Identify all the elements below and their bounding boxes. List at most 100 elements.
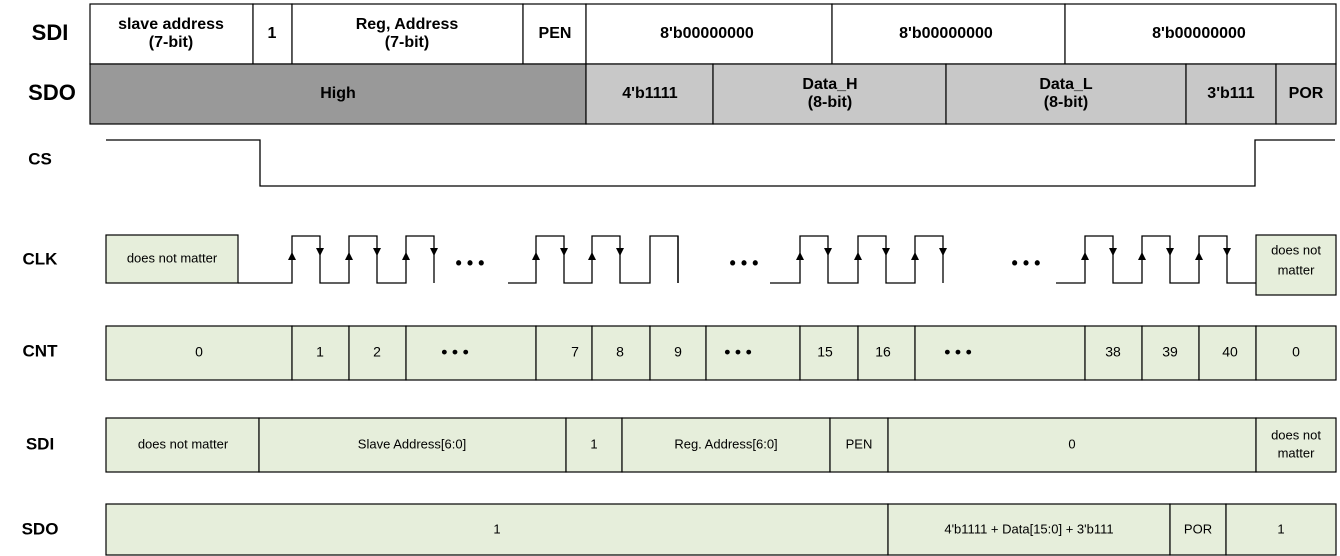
cnt-cell-4: [535, 325, 593, 381]
signal-cs-label: CS: [28, 149, 52, 168]
sdo-field-5: [1275, 63, 1337, 125]
sdi-cell-1: [258, 417, 567, 473]
falling-edge-arrow-icon: [373, 248, 381, 256]
rising-edge-arrow-icon: [288, 252, 296, 260]
sdo-field-label: 4'b1111: [622, 85, 678, 102]
sdi-field-label: 8'b00000000: [899, 25, 993, 42]
rising-edge-arrow-icon: [588, 252, 596, 260]
sdi-field-label: 8'b00000000: [1152, 25, 1246, 42]
sdo-cell-1: [887, 503, 1171, 556]
cnt-value: 0: [1292, 344, 1300, 360]
rising-edge-arrow-icon: [854, 252, 862, 260]
sdo-field-label: Data_L: [1039, 76, 1093, 93]
clk-left-note: does not matter: [127, 250, 218, 265]
signal-cnt-label: CNT: [23, 341, 59, 360]
clk-dont-care-right: [1255, 234, 1337, 296]
falling-edge-arrow-icon: [316, 248, 324, 256]
cnt-value: 8: [616, 344, 624, 360]
cnt-ellipsis: • • •: [441, 342, 468, 361]
sdi-field-4: [585, 3, 833, 65]
cnt-cell-10: [914, 325, 1086, 381]
sdo-cell-label: 1: [1277, 521, 1284, 536]
falling-edge-arrow-icon: [616, 248, 624, 256]
sdi-cell-label: PEN: [846, 436, 873, 451]
cnt-value: 9: [674, 344, 682, 360]
cnt-value: 40: [1222, 344, 1238, 360]
falling-edge-arrow-icon: [824, 248, 832, 256]
sdo-field-2: [712, 63, 947, 125]
sdi-field-label: slave address: [118, 16, 224, 33]
header-sdi-label: SDI: [32, 20, 69, 45]
falling-edge-arrow-icon: [1166, 248, 1174, 256]
rising-edge-arrow-icon: [1081, 252, 1089, 260]
sdi-cell-label: 0: [1068, 436, 1075, 451]
cnt-cell-14: [1255, 325, 1337, 381]
sdo-field-label: POR: [1289, 85, 1324, 102]
sdi-cell-6: [1255, 417, 1337, 473]
clk-wave-segment-3: [770, 235, 944, 284]
falling-edge-arrow-icon: [939, 248, 947, 256]
sdi-cell-label: matter: [1278, 445, 1316, 460]
sdi-field-5: [831, 3, 1066, 65]
rising-edge-arrow-icon: [796, 252, 804, 260]
clk-ellipsis: • • •: [1012, 253, 1041, 273]
clk-dont-care-left: [105, 234, 239, 284]
rising-edge-arrow-icon: [345, 252, 353, 260]
cnt-value: 38: [1105, 344, 1121, 360]
sdo-field-4: [1185, 63, 1277, 125]
sdi-cell-4: [829, 417, 889, 473]
sdi-cell-label: 1: [590, 436, 597, 451]
sdi-cell-label: does not matter: [138, 436, 229, 451]
cnt-value: 7: [571, 344, 579, 360]
sdo-cell-3: [1225, 503, 1337, 556]
cnt-cell-0: [105, 325, 293, 381]
cnt-cell-11: [1084, 325, 1143, 381]
sdo-cell-label: 4'b1111 + Data[15:0] + 3'b111: [944, 521, 1113, 536]
sdo-field-label: 3'b111: [1207, 85, 1255, 102]
cnt-value: 39: [1162, 344, 1178, 360]
cnt-cell-9: [857, 325, 916, 381]
clk-right-note: does not: [1271, 242, 1321, 257]
sdi-cell-2: [565, 417, 623, 473]
sdo-field-label: Data_H: [802, 76, 857, 93]
cnt-cell-8: [799, 325, 859, 381]
cnt-cell-6: [649, 325, 707, 381]
sdi-field-label: Reg, Address: [356, 16, 459, 33]
cnt-cell-5: [591, 325, 651, 381]
cnt-value: 2: [373, 344, 381, 360]
cnt-cell-13: [1198, 325, 1257, 381]
sdi-cell-label: Slave Address[6:0]: [358, 436, 466, 451]
clk-ellipsis: • • •: [456, 253, 485, 273]
cnt-cell-7: [705, 325, 801, 381]
signal-sdi-label: SDI: [26, 434, 54, 453]
cnt-ellipsis: • • •: [944, 342, 971, 361]
clk-wave-segment-1: [238, 235, 435, 284]
sdi-field-label: (7-bit): [149, 34, 193, 51]
sdo-field-1: [585, 63, 714, 125]
cs-waveform: [106, 139, 1335, 187]
sdo-cell-2: [1169, 503, 1227, 556]
sdi-cell-label: Reg. Address[6:0]: [674, 436, 777, 451]
clk-right-note: matter: [1278, 262, 1316, 277]
sdo-cell-0: [105, 503, 889, 556]
rising-edge-arrow-icon: [1138, 252, 1146, 260]
header-sdo-label: SDO: [28, 80, 76, 105]
sdo-field-0: [89, 63, 587, 125]
sdi-field-0: [89, 3, 254, 65]
signal-sdo-label: SDO: [22, 519, 59, 538]
falling-edge-arrow-icon: [1223, 248, 1231, 256]
sdi-field-label: 8'b00000000: [660, 25, 754, 42]
sdo-field-label: High: [320, 85, 356, 102]
sdi-field-label: 1: [268, 25, 277, 42]
cnt-value: 1: [316, 344, 324, 360]
clk-wave-segment-4: [1056, 235, 1256, 284]
cnt-ellipsis: • • •: [724, 342, 751, 361]
signal-clk-label: CLK: [23, 249, 59, 268]
falling-edge-arrow-icon: [882, 248, 890, 256]
sdo-field-label: (8-bit): [1044, 94, 1088, 111]
falling-edge-arrow-icon: [1109, 248, 1117, 256]
cnt-value: 15: [817, 344, 833, 360]
rising-edge-arrow-icon: [1195, 252, 1203, 260]
clk-ellipsis: • • •: [730, 253, 759, 273]
rising-edge-arrow-icon: [402, 252, 410, 260]
